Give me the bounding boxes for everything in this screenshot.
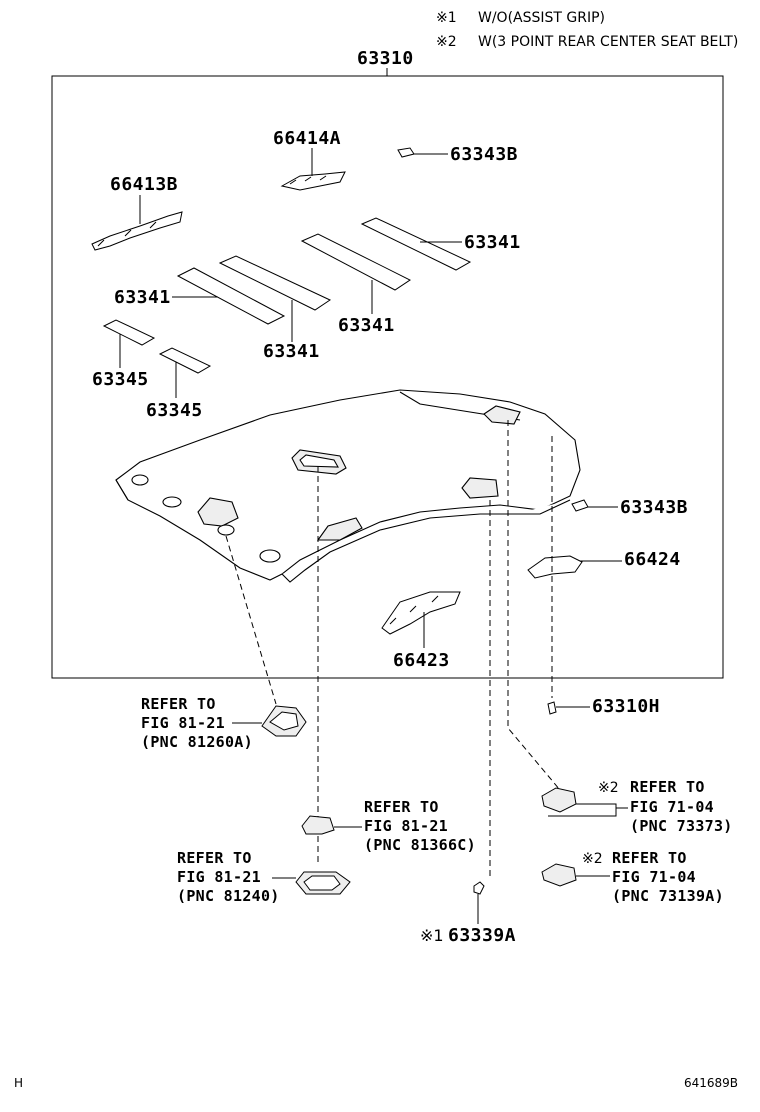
footer-left: H [14,1076,24,1090]
ref-73139a-line1: REFER TO [612,849,687,867]
cover-73373 [541,787,577,813]
note-1-mark: ※1 [436,10,457,26]
clip-63343b-right [571,499,589,512]
part-63343b-top: 63343B [450,144,519,165]
note-2-text: W(3 POINT REAR CENTER SEAT BELT) [478,34,739,50]
note-1-text: W/O(ASSIST GRIP) [478,10,606,26]
pads-63341 [176,217,472,325]
ref-81366c-line3: (PNC 81366C) [364,836,476,854]
assembly-box [51,75,724,679]
ref-73139a-mark: ※2 [582,851,603,867]
ref-73373-line2: FIG 71-04 [630,798,714,816]
clip-63310h [547,701,557,715]
part-63341-left: 63341 [114,287,171,308]
bracket-66414a [280,171,346,191]
lamp-81260a [261,705,307,737]
clip-63343b-top [397,147,415,158]
lamp-81240 [295,871,351,895]
ref-81260a-line2: FIG 81-21 [141,714,225,732]
part-63341-right: 63341 [464,232,521,253]
part-63339a-mark: ※1 [420,926,444,945]
part-63345-b: 63345 [146,400,203,421]
ref-73373-mark: ※2 [598,780,619,796]
note-2-mark: ※2 [436,34,457,50]
ref-81260a-line3: (PNC 81260A) [141,733,253,751]
part-63310: 63310 [357,48,414,69]
part-63341-mid: 63341 [263,341,320,362]
ref-81366c-line2: FIG 81-21 [364,817,448,835]
part-66423: 66423 [393,650,450,671]
ref-73139a-line3: (PNC 73139A) [612,887,724,905]
ref-81366c-line1: REFER TO [364,798,439,816]
part-63345-a: 63345 [92,369,149,390]
part-63341-center: 63341 [338,315,395,336]
part-66424: 66424 [624,549,681,570]
part-66413b: 66413B [110,174,179,195]
ref-73373-line3: (PNC 73373) [630,817,733,835]
part-63343b-right: 63343B [620,497,689,518]
bracket-66423 [381,591,461,635]
headliner-63310 [115,389,581,583]
part-66414a: 66414A [273,128,342,149]
clip-63339a [473,881,485,895]
bracket-66424 [527,555,583,579]
ref-73139a-line2: FIG 71-04 [612,868,696,886]
ref-81240-line2: FIG 81-21 [177,868,261,886]
part-63339a: 63339A [448,925,517,946]
part-63310h: 63310H [592,696,661,717]
cover-73139a [541,863,577,887]
ref-73373-line1: REFER TO [630,778,705,796]
bracket-66413b [91,211,183,251]
pads-63345 [102,319,212,374]
footer-right: 641689B [684,1076,739,1090]
ref-81240-line3: (PNC 81240) [177,887,280,905]
ref-81260a-line1: REFER TO [141,695,216,713]
ref-81240-line1: REFER TO [177,849,252,867]
dashed-leaders [225,420,561,880]
lamp-81366c [301,815,335,835]
